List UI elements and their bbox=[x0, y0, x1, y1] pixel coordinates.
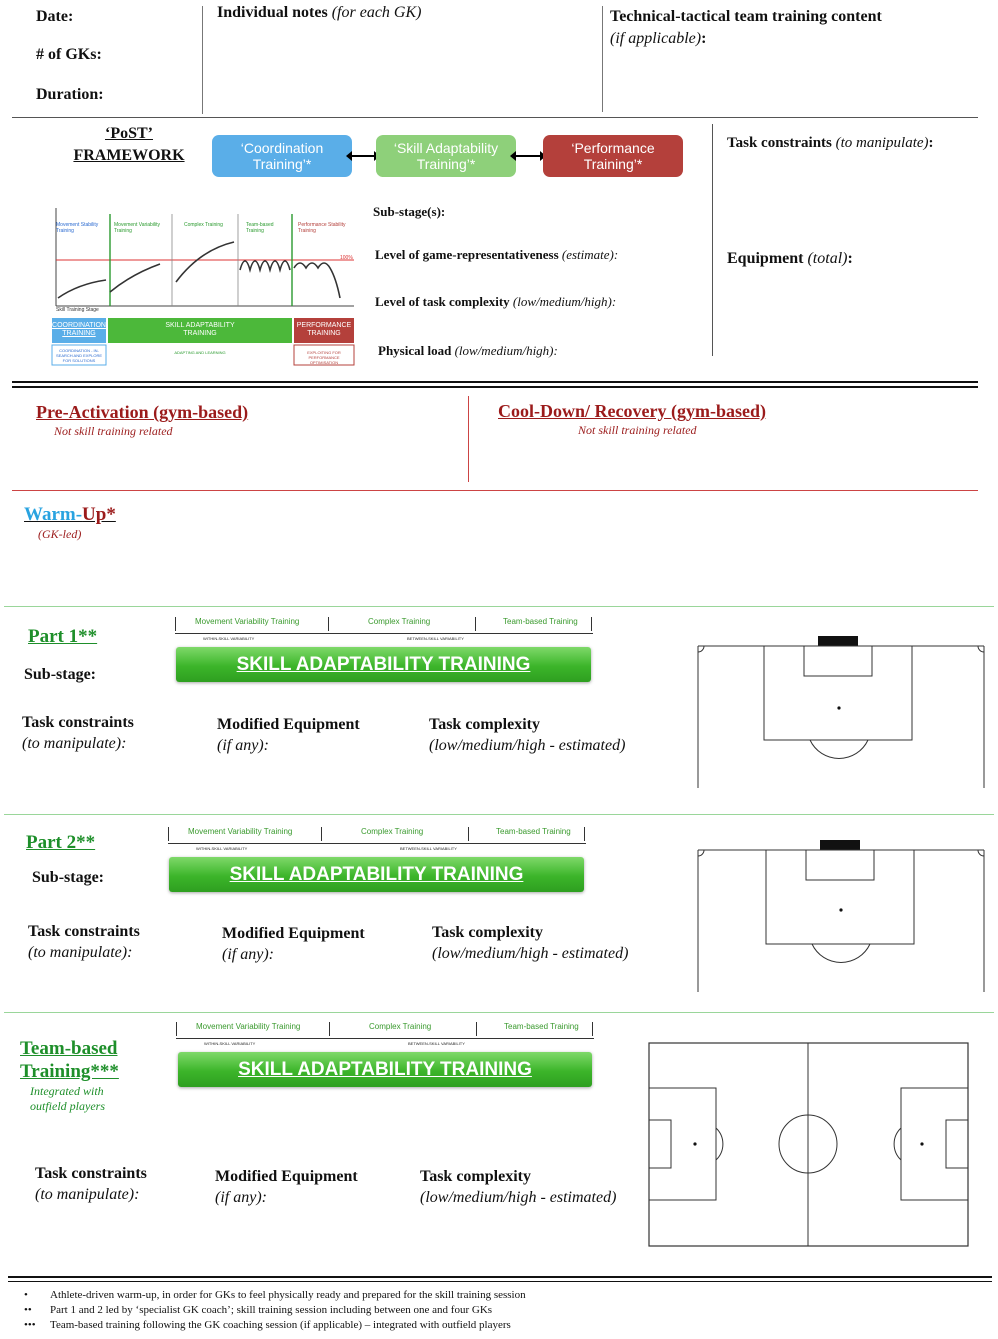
part1-title: Part 1** bbox=[28, 626, 98, 647]
chart-stage-label: Team-based Training bbox=[246, 222, 274, 234]
double-arrow-icon bbox=[346, 151, 380, 161]
scale-team-label: Team-based Training bbox=[503, 617, 578, 626]
chart-skill-label: SKILL ADAPTABILITY TRAINING bbox=[165, 322, 235, 337]
header-bottom-rule bbox=[12, 117, 978, 118]
full-pitch-diagram bbox=[648, 1042, 969, 1247]
tech-tactical-label: Technical-tactical team training content… bbox=[610, 8, 882, 47]
scale-within-label: WITHIN-SKILL VARIABILITY bbox=[196, 846, 248, 851]
physical-load-label: Physical load (low/medium/high): bbox=[378, 343, 558, 358]
chart-sub-label: EXPLOITING FOR PERFORMANCE OPTIMISATION bbox=[307, 350, 341, 365]
part1-task-constraints: Task constraints(to manipulate): bbox=[22, 714, 134, 752]
chart-sub-label: ADAPTING AND LEARNING bbox=[174, 350, 226, 355]
part2-training-scale: Movement Variability Training Complex Tr… bbox=[168, 827, 586, 853]
chart-performance-label: PERFORMANCE TRAINING bbox=[296, 322, 352, 337]
framework-rule-top bbox=[12, 381, 978, 383]
team-task-constraints: Task constraints(to manipulate): bbox=[35, 1165, 147, 1203]
gk-count-label: # of GKs: bbox=[36, 46, 102, 63]
task-complexity-level-label: Level of task complexity (low/medium/hig… bbox=[375, 294, 617, 309]
warm-up-subtitle: (GK-led) bbox=[38, 527, 82, 541]
part1-task-complexity: Task complexity(low/medium/high - estima… bbox=[429, 716, 626, 754]
sub-stages-label: Sub-stage(s): bbox=[373, 204, 446, 219]
part1-rule bbox=[4, 814, 994, 815]
framework-title: ‘PoST’ FRAMEWORK bbox=[73, 125, 185, 164]
scale-complex-label: Complex Training bbox=[361, 827, 424, 836]
chart-axis-label: Skill Training Stage bbox=[56, 307, 99, 313]
part2-task-constraints: Task constraints(to manipulate): bbox=[28, 923, 140, 961]
team-training-scale: Movement Variability Training Complex Tr… bbox=[176, 1022, 594, 1048]
part1-training-scale: Movement Variability Training Complex Tr… bbox=[175, 617, 593, 643]
pre-activation-subtitle: Not skill training related bbox=[54, 424, 173, 438]
team-task-complexity: Task complexity(low/medium/high - estima… bbox=[420, 1168, 617, 1206]
scale-movement-label: Movement Variability Training bbox=[196, 1022, 301, 1031]
scale-movement-label: Movement Variability Training bbox=[188, 827, 293, 836]
chart-stage-label: Complex Training bbox=[184, 222, 223, 228]
scale-between-label: BETWEEN-SKILL VARIABILITY bbox=[408, 1041, 465, 1046]
part2-task-complexity: Task complexity(low/medium/high - estima… bbox=[432, 924, 629, 962]
scale-between-label: BETWEEN-SKILL VARIABILITY bbox=[407, 636, 464, 641]
chart-stage-label: Movement Variability Training bbox=[114, 222, 161, 234]
header-divider-1 bbox=[202, 6, 203, 114]
chart-stage-label: Movement Stability Training bbox=[56, 222, 99, 234]
pre-activation-title: Pre-Activation (gym-based) bbox=[36, 402, 249, 422]
part2-sub-stage-label: Sub-stage: bbox=[32, 869, 105, 886]
footnote-1: •Athlete-driven warm-up, in order for GK… bbox=[24, 1289, 526, 1301]
part1-modified-equipment: Modified Equipment(if any): bbox=[217, 716, 360, 754]
part2-rule bbox=[4, 1012, 994, 1013]
part2-title: Part 2** bbox=[26, 832, 96, 853]
task-constraints-header-label: Task constraints (to manipulate): bbox=[727, 135, 934, 151]
header-divider-2 bbox=[602, 6, 603, 112]
duration-label: Duration: bbox=[36, 86, 104, 103]
footnote-3: •••Team-based training following the GK … bbox=[24, 1319, 511, 1331]
scale-team-label: Team-based Training bbox=[504, 1022, 579, 1031]
scale-within-label: WITHIN-SKILL VARIABILITY bbox=[203, 636, 255, 641]
date-label: Date: bbox=[36, 8, 74, 25]
part1-half-pitch-diagram bbox=[697, 636, 985, 788]
chart-level-label: 100% bbox=[340, 255, 353, 261]
scale-within-label: WITHIN-SKILL VARIABILITY bbox=[204, 1041, 256, 1046]
team-skill-adaptability-bar: SKILL ADAPTABILITY TRAINING bbox=[178, 1052, 592, 1087]
chart-coordination-label: COORDINATION TRAINING bbox=[52, 322, 106, 337]
equipment-total-label: Equipment (total): bbox=[727, 250, 853, 267]
cool-down-title: Cool-Down/ Recovery (gym-based) bbox=[498, 401, 766, 421]
framework-divider bbox=[712, 124, 713, 356]
cool-down-subtitle: Not skill training related bbox=[578, 423, 697, 437]
footnote-rule-bottom bbox=[8, 1281, 992, 1282]
scale-team-label: Team-based Training bbox=[496, 827, 571, 836]
part2-modified-equipment: Modified Equipment(if any): bbox=[222, 925, 365, 963]
footnote-rule-top bbox=[8, 1276, 992, 1278]
game-representativeness-label: Level of game-representativeness (estima… bbox=[375, 247, 619, 262]
warm-up-title: Warm-Up* bbox=[24, 504, 116, 525]
warm-up-rule bbox=[4, 606, 994, 607]
pre-cool-divider bbox=[468, 396, 469, 482]
part2-skill-adaptability-bar: SKILL ADAPTABILITY TRAINING bbox=[169, 857, 584, 892]
scale-between-label: BETWEEN-SKILL VARIABILITY bbox=[400, 846, 457, 851]
pre-activation-rule bbox=[12, 490, 978, 491]
team-modified-equipment: Modified Equipment(if any): bbox=[215, 1168, 358, 1206]
double-arrow-icon bbox=[510, 151, 546, 161]
part1-sub-stage-label: Sub-stage: bbox=[24, 666, 97, 683]
chart-sub-label: COORDINATION - IN-SEARCH AND EXPLORE FOR… bbox=[55, 348, 102, 363]
scale-complex-label: Complex Training bbox=[368, 617, 431, 626]
part1-skill-adaptability-bar: SKILL ADAPTABILITY TRAINING bbox=[176, 647, 591, 682]
post-chart-graphic bbox=[51, 208, 355, 366]
team-based-title: Team-based Training*** bbox=[20, 1038, 119, 1082]
scale-complex-label: Complex Training bbox=[369, 1022, 432, 1031]
scale-movement-label: Movement Variability Training bbox=[195, 617, 300, 626]
part2-half-pitch-diagram bbox=[697, 840, 985, 992]
framework-rule-bottom bbox=[12, 386, 978, 388]
post-framework-chart: Movement Stability Training Movement Var… bbox=[50, 200, 358, 370]
chart-stage-label: Performance Stability Training bbox=[298, 222, 346, 234]
individual-notes-label: Individual notes (for each GK) bbox=[217, 4, 422, 21]
footnote-2: ••Part 1 and 2 led by ‘specialist GK coa… bbox=[24, 1304, 493, 1316]
